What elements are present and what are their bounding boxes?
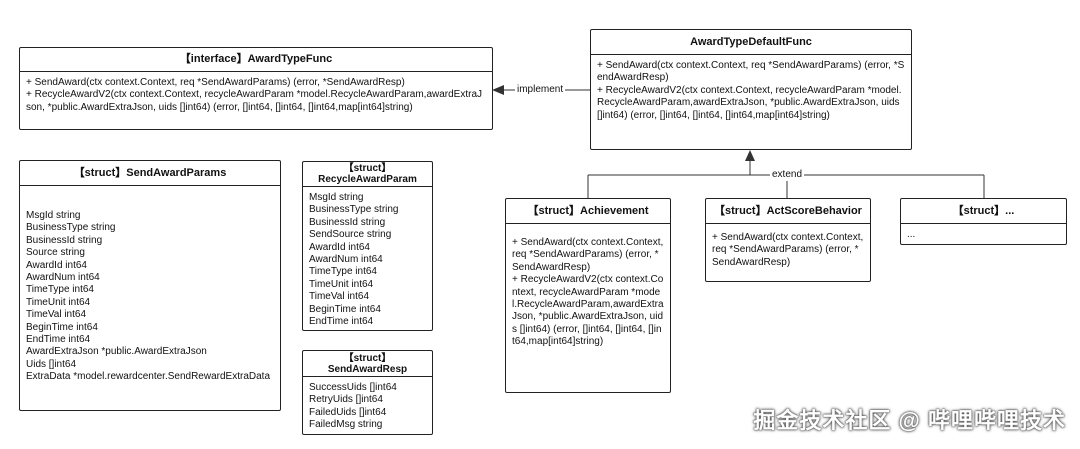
member-line: + RecycleAwardV2(ctx context.Context, re…: [512, 274, 664, 348]
member-line: AwardNum int64: [309, 254, 383, 266]
member-line: AwardId int64: [309, 241, 370, 253]
member-line: BeginTime int64: [309, 303, 381, 315]
award-type-default-func-box: AwardTypeDefaultFunc + SendAward(ctx con…: [590, 29, 912, 150]
member-line: BusinessId string: [26, 234, 103, 246]
award-type-default-func-methods: + SendAward(ctx context.Context, req *Se…: [591, 55, 911, 126]
member-line: MsgId string: [309, 192, 364, 203]
member-line: SendSource string: [309, 229, 392, 241]
send-award-resp-box: 【struct】 SendAwardResp SuccessUids []int…: [302, 350, 433, 435]
member-line: EndTime int64: [26, 334, 91, 346]
award-type-default-func-title: AwardTypeDefaultFunc: [591, 30, 911, 55]
other-struct-title: 【struct】...: [901, 199, 1066, 224]
member-line: TimeVal int64: [26, 309, 87, 321]
award-type-func-box: 【interface】AwardTypeFunc + SendAward(ctx…: [19, 47, 493, 130]
achievement-title: 【struct】Achievement: [506, 199, 670, 224]
member-line: FailedMsg string: [309, 419, 383, 431]
member-line: BusinessId string: [309, 216, 386, 228]
member-line: BusinessType string: [26, 222, 116, 234]
member-line: TimeType int64: [309, 266, 377, 278]
member-line: TimeUnit int64: [26, 296, 91, 308]
member-line: FailedUids []int64: [309, 406, 387, 418]
member-line: + RecycleAwardV2(ctx context.Context, re…: [26, 89, 483, 113]
member-line: AwardExtraJson *public.AwardExtraJson: [26, 346, 207, 358]
member-line: + SendAward(ctx context.Context, req *Se…: [712, 232, 867, 268]
member-line: AwardNum int64: [26, 272, 100, 284]
other-struct-body: ...: [901, 224, 1066, 245]
member-line: + RecycleAwardV2(ctx context.Context, re…: [597, 84, 903, 121]
member-line: + SendAward(ctx context.Context, req *Se…: [597, 60, 905, 84]
implement-label: implement: [515, 84, 566, 96]
member-line: SuccessUids []int64: [309, 382, 397, 393]
member-line: TimeVal int64: [309, 291, 370, 303]
member-line: EndTime int64: [309, 316, 374, 328]
watermark: 掘金技术社区 @ 哔哩哔哩技术: [753, 408, 1066, 433]
act-score-behavior-box: 【struct】ActScoreBehavior + SendAward(ctx…: [705, 198, 871, 282]
member-line: Source string: [26, 247, 85, 259]
member-line: AwardId int64: [26, 259, 87, 271]
award-type-func-title: 【interface】AwardTypeFunc: [20, 48, 492, 72]
member-line: Uids []int64: [26, 358, 77, 370]
member-line: + SendAward(ctx context.Context, req *Se…: [512, 237, 667, 273]
implement-arrowhead: [492, 85, 504, 95]
send-award-resp-title: 【struct】 SendAwardResp: [303, 351, 432, 377]
member-line: RetryUids []int64: [309, 394, 383, 406]
member-line: ...: [907, 229, 916, 240]
member-line: MsgId string: [26, 210, 81, 221]
send-award-params-title: 【struct】SendAwardParams: [20, 161, 280, 186]
member-line: TimeUnit int64: [309, 278, 374, 290]
achievement-methods: + SendAward(ctx context.Context, req *Se…: [506, 224, 670, 353]
extend-arrowhead: [745, 150, 755, 161]
other-struct-box: 【struct】... ...: [900, 198, 1067, 245]
member-line: TimeType int64: [26, 284, 94, 296]
achievement-box: 【struct】Achievement + SendAward(ctx cont…: [505, 198, 671, 393]
member-line: BusinessType string: [309, 204, 399, 216]
member-line: + SendAward(ctx context.Context, req *Se…: [26, 77, 405, 88]
extend-label: extend: [770, 169, 805, 181]
act-score-behavior-methods: + SendAward(ctx context.Context, req *Se…: [706, 224, 870, 273]
award-type-func-methods: + SendAward(ctx context.Context, req *Se…: [20, 72, 492, 118]
member-line: ExtraData *model.rewardcenter.SendReward…: [26, 371, 271, 383]
act-score-behavior-title: 【struct】ActScoreBehavior: [706, 199, 870, 224]
member-line: BeginTime int64: [26, 321, 98, 333]
recycle-award-param-title: 【struct】 RecycleAwardParam: [303, 162, 432, 187]
